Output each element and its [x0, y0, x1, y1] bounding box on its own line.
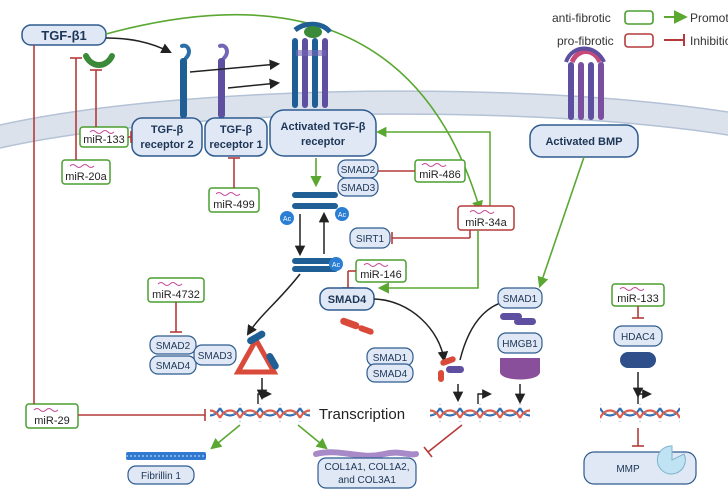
tgfb-receptor1-node [204, 117, 268, 157]
mir486-label: miR-486 [419, 169, 461, 181]
activated-bmp-label: Activated BMP [545, 136, 622, 148]
fibrillin-label: Fibrillin 1 [141, 471, 181, 482]
legend-anti-fibrotic-label: anti-fibrotic [552, 11, 611, 25]
legend-pro-fibrotic-box [624, 33, 654, 48]
mir133-top-box: miR-133 [79, 126, 129, 148]
receptor2-to-complex-arrow [189, 59, 281, 73]
mir133-right-label: miR-133 [617, 293, 659, 305]
smad-trimer-icon [233, 330, 279, 375]
smad3-left-label: SMAD3 [198, 351, 233, 362]
smad4-protein-icons [340, 317, 374, 335]
activated-tgfb-label-1: Activated TGF-β [281, 121, 366, 133]
activated-tgfb-label-2: receptor [301, 136, 346, 148]
smad3-top-node [337, 177, 379, 197]
sirt1-node [349, 227, 391, 249]
smad-bars-top [292, 192, 338, 272]
dna-hdac4-icon [600, 389, 680, 422]
activated-tgfb-receptor-node [269, 109, 377, 157]
legend-promotion-label: Promotion [690, 11, 728, 25]
legend-inhibition-label: Inhibition [690, 34, 728, 48]
mir34a-to-activated-receptor-arrow [375, 126, 491, 208]
mir133-right-box: miR-133 [611, 283, 665, 307]
mmp-label: MMP [616, 464, 640, 475]
tgfb-ligand-icon [83, 53, 115, 68]
legend-anti-fibrotic-box [624, 10, 654, 25]
mir34a-label: miR-34a [465, 217, 507, 229]
smad4-left-node [149, 355, 197, 375]
tgfb1-to-receptor2-arrow [105, 37, 172, 53]
mir133-top-label: miR-133 [83, 134, 125, 146]
activated-tgfb-complex-icon [292, 21, 332, 108]
receptor2-icon [180, 43, 191, 118]
smad1-right-label: SMAD1 [503, 294, 538, 305]
legend: anti-fibrotic Promotion pro-fibrotic Inh… [552, 10, 728, 48]
tgfb-receptor1-label-1: TGF-β [220, 124, 253, 136]
hdac4-label: HDAC4 [621, 332, 655, 343]
collagen-node [317, 457, 417, 489]
hdac4-node [613, 325, 663, 347]
collagen-label-1: COL1A1, COL1A2, [324, 462, 409, 473]
smad1-mid-label: SMAD1 [373, 353, 408, 364]
smad4-to-right-complex-arrow [373, 298, 449, 363]
mir499-box: miR-499 [208, 187, 260, 213]
smad3-top-label: SMAD3 [341, 183, 376, 194]
acetyl-badges: Ac Ac Ac [280, 207, 349, 271]
hdac4-protein-icon [620, 352, 656, 368]
ac-badge-1: Ac [283, 216, 292, 223]
tgfb1-node [21, 24, 107, 46]
smad-to-left-complex-arrow [246, 273, 301, 336]
ac-badge-2: Ac [338, 212, 347, 219]
smad2-left-node [149, 335, 197, 355]
fibrillin-node [127, 465, 195, 485]
dna-right-icon [430, 389, 530, 422]
promotion-arrows [210, 156, 585, 450]
receptors-to-complex-arrow [227, 78, 281, 90]
smad2-left-label: SMAD2 [156, 341, 191, 352]
transcription-label: Transcription [319, 406, 405, 423]
collagen-label-2: and COL3A1 [338, 475, 396, 486]
mir20a-box: miR-20a [61, 159, 111, 185]
tgfb-receptor1-label-2: receptor 1 [209, 139, 262, 151]
tgfb-receptor2-label-1: TGF-β [151, 124, 184, 136]
smad4-left-label: SMAD4 [156, 361, 191, 372]
smad4-mid-node [366, 363, 414, 383]
dna-left-icon [210, 389, 310, 422]
smad1-protein-icon [500, 313, 536, 325]
mir486-box: miR-486 [414, 159, 466, 183]
bmp-receptor-icon [564, 46, 606, 120]
smad1-smad4-complex-icon [438, 356, 464, 382]
sirt1-label: SIRT1 [356, 234, 385, 245]
mir4732-label: miR-4732 [152, 289, 200, 301]
mir29-box: miR-29 [25, 403, 79, 429]
legend-pro-fibrotic-label: pro-fibrotic [557, 34, 614, 48]
smad1-right-node [497, 287, 543, 309]
tgfb1-label: TGF-β1 [41, 28, 87, 43]
hmgb1-protein-icon [500, 358, 540, 380]
mmp-enzyme-icon [656, 445, 686, 475]
mir29-label: miR-29 [34, 415, 69, 427]
smad4-center-label: SMAD4 [328, 294, 367, 306]
tgfb-receptor2-label-2: receptor 2 [140, 139, 193, 151]
smad4-mid-label: SMAD4 [373, 369, 408, 380]
hmgb1-node [497, 332, 543, 354]
fibrillin-fiber-icon [126, 452, 206, 460]
mir4732-box: miR-4732 [147, 277, 205, 303]
smad2-top-label: SMAD2 [341, 165, 376, 176]
mir146-box: miR-146 [355, 259, 407, 283]
collagen-fiber-icon [313, 449, 419, 459]
mir499-label: miR-499 [213, 199, 255, 211]
mir20a-label: miR-20a [65, 171, 107, 183]
tgfb-receptor2-node [131, 117, 203, 157]
mir34a-box: miR-34a [457, 205, 515, 231]
ac-badge-3: Ac [332, 262, 341, 269]
mir146-label: miR-146 [360, 269, 402, 281]
smad3-left-node [193, 344, 237, 366]
receptor1-icon [218, 43, 229, 118]
hmgb1-label: HMGB1 [502, 339, 538, 350]
inhibition-lines [33, 45, 644, 458]
